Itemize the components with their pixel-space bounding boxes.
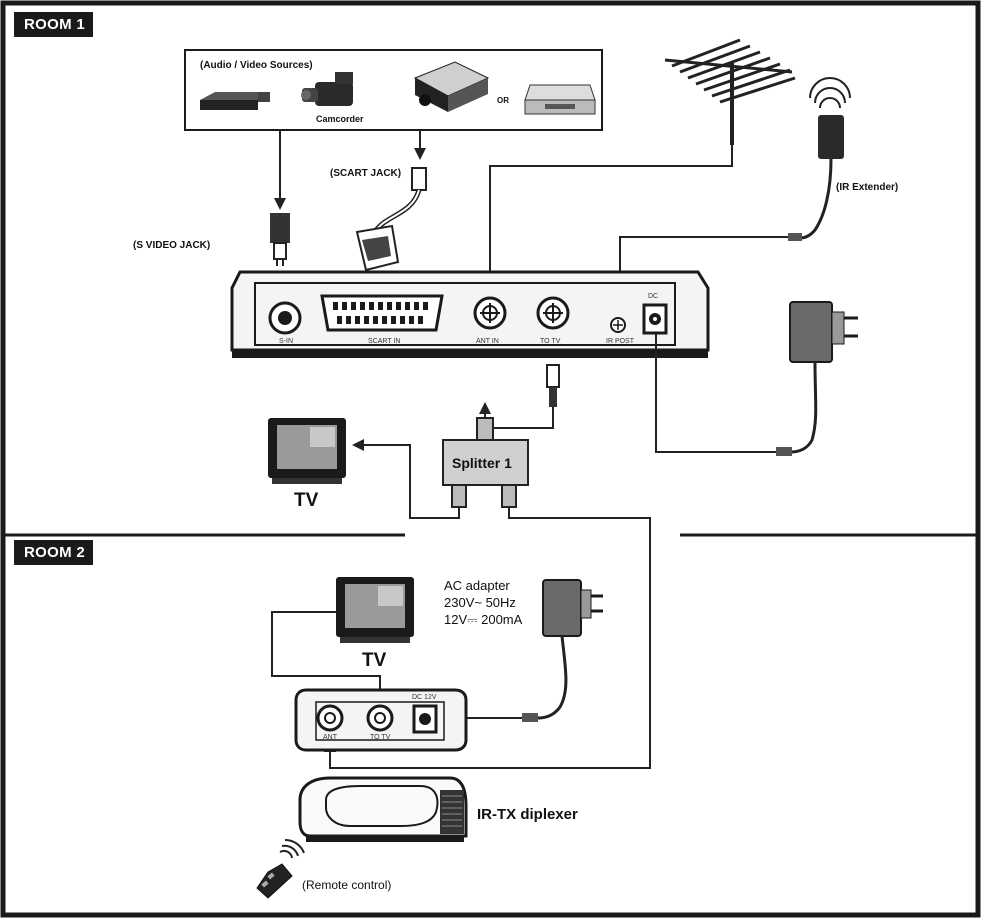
s-video-plug-icon [270, 213, 290, 266]
ac-adapter-room2-icon [522, 579, 603, 722]
port-label-scart-in: SCART IN [368, 338, 401, 345]
ac-adapter-room1-icon [776, 301, 858, 456]
ac-adapter-line2: 230V~ 50Hz [444, 595, 516, 610]
port-label-to-tv: TO TV [540, 338, 561, 345]
camcorder-icon [301, 72, 353, 106]
splitter-label: Splitter 1 [452, 455, 512, 471]
or-label: OR [497, 96, 509, 105]
receiver-port-dc: DC 12V [412, 694, 437, 701]
tv-room2-icon [336, 577, 414, 643]
port-label-s-in: S-IN [279, 338, 293, 345]
s-video-jack-label: (S VIDEO JACK) [133, 240, 211, 251]
transmitter-unit [230, 270, 710, 358]
port-label-dc: DC [648, 293, 659, 300]
ir-extender-icon [788, 77, 851, 241]
receiver-port-ant: ANT [323, 734, 337, 741]
splitter-icon [442, 417, 529, 508]
arrow-to-svideo [274, 198, 286, 210]
remote-control-icon [256, 838, 305, 899]
tv-room1-label: TV [294, 490, 319, 511]
port-label-ir-post: IR POST [606, 338, 635, 345]
game-console-icon [524, 84, 596, 115]
receiver-port-to-tv: TO TV [370, 734, 391, 741]
ir-tx-diplexer-icon [298, 776, 468, 842]
port-label-ant-in: ANT IN [476, 338, 499, 345]
ac-adapter-line3: 12V⎓ 200mA [444, 612, 523, 627]
arrow-to-tv-room1 [352, 439, 364, 451]
to-tv-plug-icon [546, 364, 560, 407]
tv-room2-label: TV [362, 650, 387, 671]
ir-tx-label: IR-TX diplexer [477, 806, 578, 823]
tv-room1-icon [268, 418, 346, 484]
scart-plug-icon [355, 167, 427, 272]
receiver-unit [294, 688, 468, 752]
arrow-to-splitter [479, 402, 491, 414]
antenna-icon [664, 38, 796, 145]
ir-extender-label: (IR Extender) [836, 182, 899, 193]
dvd-player-icon [200, 92, 270, 110]
camcorder-label: Camcorder [316, 114, 364, 124]
security-camera-icon [413, 61, 490, 112]
ac-adapter-line1: AC adapter [444, 578, 510, 593]
scart-jack-label: (SCART JACK) [330, 168, 402, 179]
arrow-to-scart [414, 148, 426, 160]
room1-tag: ROOM 1 [14, 12, 93, 37]
remote-label: (Remote control) [302, 878, 392, 892]
room2-tag: ROOM 2 [14, 540, 93, 565]
sources-title: (Audio / Video Sources) [200, 60, 313, 71]
